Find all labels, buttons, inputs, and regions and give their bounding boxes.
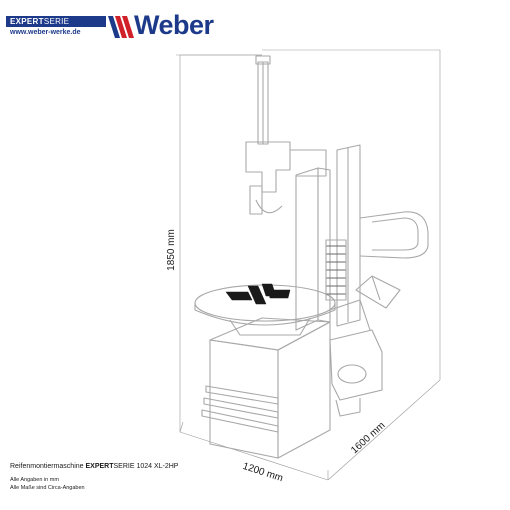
expert-series-label: EXPERTSERIE xyxy=(10,17,69,26)
expert-series-bar: EXPERTSERIE xyxy=(6,16,106,27)
weber-logo: EXPERTSERIE www.weber-werke.de Weber xyxy=(6,10,226,44)
clamp-jaw xyxy=(261,283,277,297)
expert-series-light: SERIE xyxy=(43,17,70,26)
brand-stripes-icon xyxy=(108,16,134,38)
bead-breaker xyxy=(329,329,383,401)
machine-title: Reifenmontiermaschine EXPERTSERIE 1024 X… xyxy=(10,463,310,470)
brand-url: www.weber-werke.de xyxy=(10,29,81,36)
spring xyxy=(326,245,346,295)
height-dimension-label: 1850 mm xyxy=(166,229,177,271)
caption: Reifenmontiermaschine EXPERTSERIE 1024 X… xyxy=(10,463,310,492)
brand-wordmark: Weber xyxy=(134,10,214,40)
machine-model: SERIE 1024 XL-2HP xyxy=(113,463,179,470)
note-approx: Alle Maße sind Circa-Angaben xyxy=(10,485,85,491)
depth-dimension-label: 1600 mm xyxy=(349,420,387,456)
expert-series-bold: EXPERT xyxy=(10,17,44,26)
right-column xyxy=(336,144,361,327)
machine-series-bold: EXPERT xyxy=(85,463,114,470)
column-left xyxy=(295,167,319,331)
width-dimension-line xyxy=(179,431,329,481)
side-arm xyxy=(359,211,429,259)
dimension-lines xyxy=(176,49,441,481)
cabinet-front xyxy=(209,339,279,459)
note-units: Alle Angaben in mm xyxy=(10,477,59,483)
depth-dimension-line xyxy=(327,379,441,481)
cabinet-side xyxy=(277,321,331,459)
clamp-jaw xyxy=(225,291,253,301)
clamp-jaw xyxy=(247,285,267,305)
head-block xyxy=(245,141,291,193)
bead-tray xyxy=(355,275,401,309)
caption-notes: Alle Angaben in mm Alle Maße sind Circa-… xyxy=(10,476,310,492)
clamp-jaws xyxy=(225,283,291,305)
machine-prefix: Reifenmontiermaschine xyxy=(10,463,86,470)
machine-outline xyxy=(194,55,429,459)
